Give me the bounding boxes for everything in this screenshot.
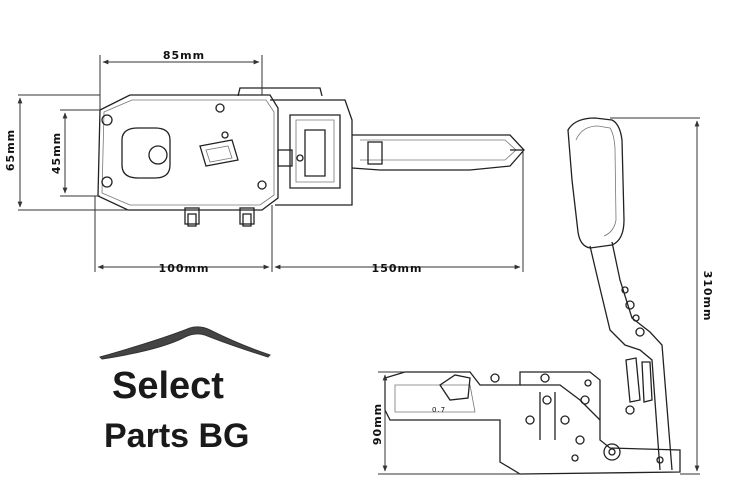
side-view-dimensions: 310mm 90mm <box>371 117 714 475</box>
dim-lever-height: 310mm <box>701 271 714 322</box>
dim-base-height: 90mm <box>371 403 384 445</box>
top-view-drawing <box>97 87 525 227</box>
roof-swoosh-icon <box>99 326 271 360</box>
dim-body-length: 100mm <box>159 262 210 275</box>
part-mark: 0.7 <box>432 406 446 414</box>
dim-height-outer: 65mm <box>4 129 17 171</box>
dim-top-width: 85mm <box>163 49 205 62</box>
brand-line-1: Select <box>112 365 224 407</box>
brand-line-2: Parts BG <box>104 417 250 455</box>
top-view-dimensions: 85mm 65mm 45mm 100mm 150mm <box>4 49 524 275</box>
side-view-drawing: 0.7 <box>384 117 681 475</box>
dim-handle-length: 150mm <box>372 262 423 275</box>
brand-logo: Select Parts BG <box>99 326 271 455</box>
dim-height-inner: 45mm <box>50 132 63 174</box>
